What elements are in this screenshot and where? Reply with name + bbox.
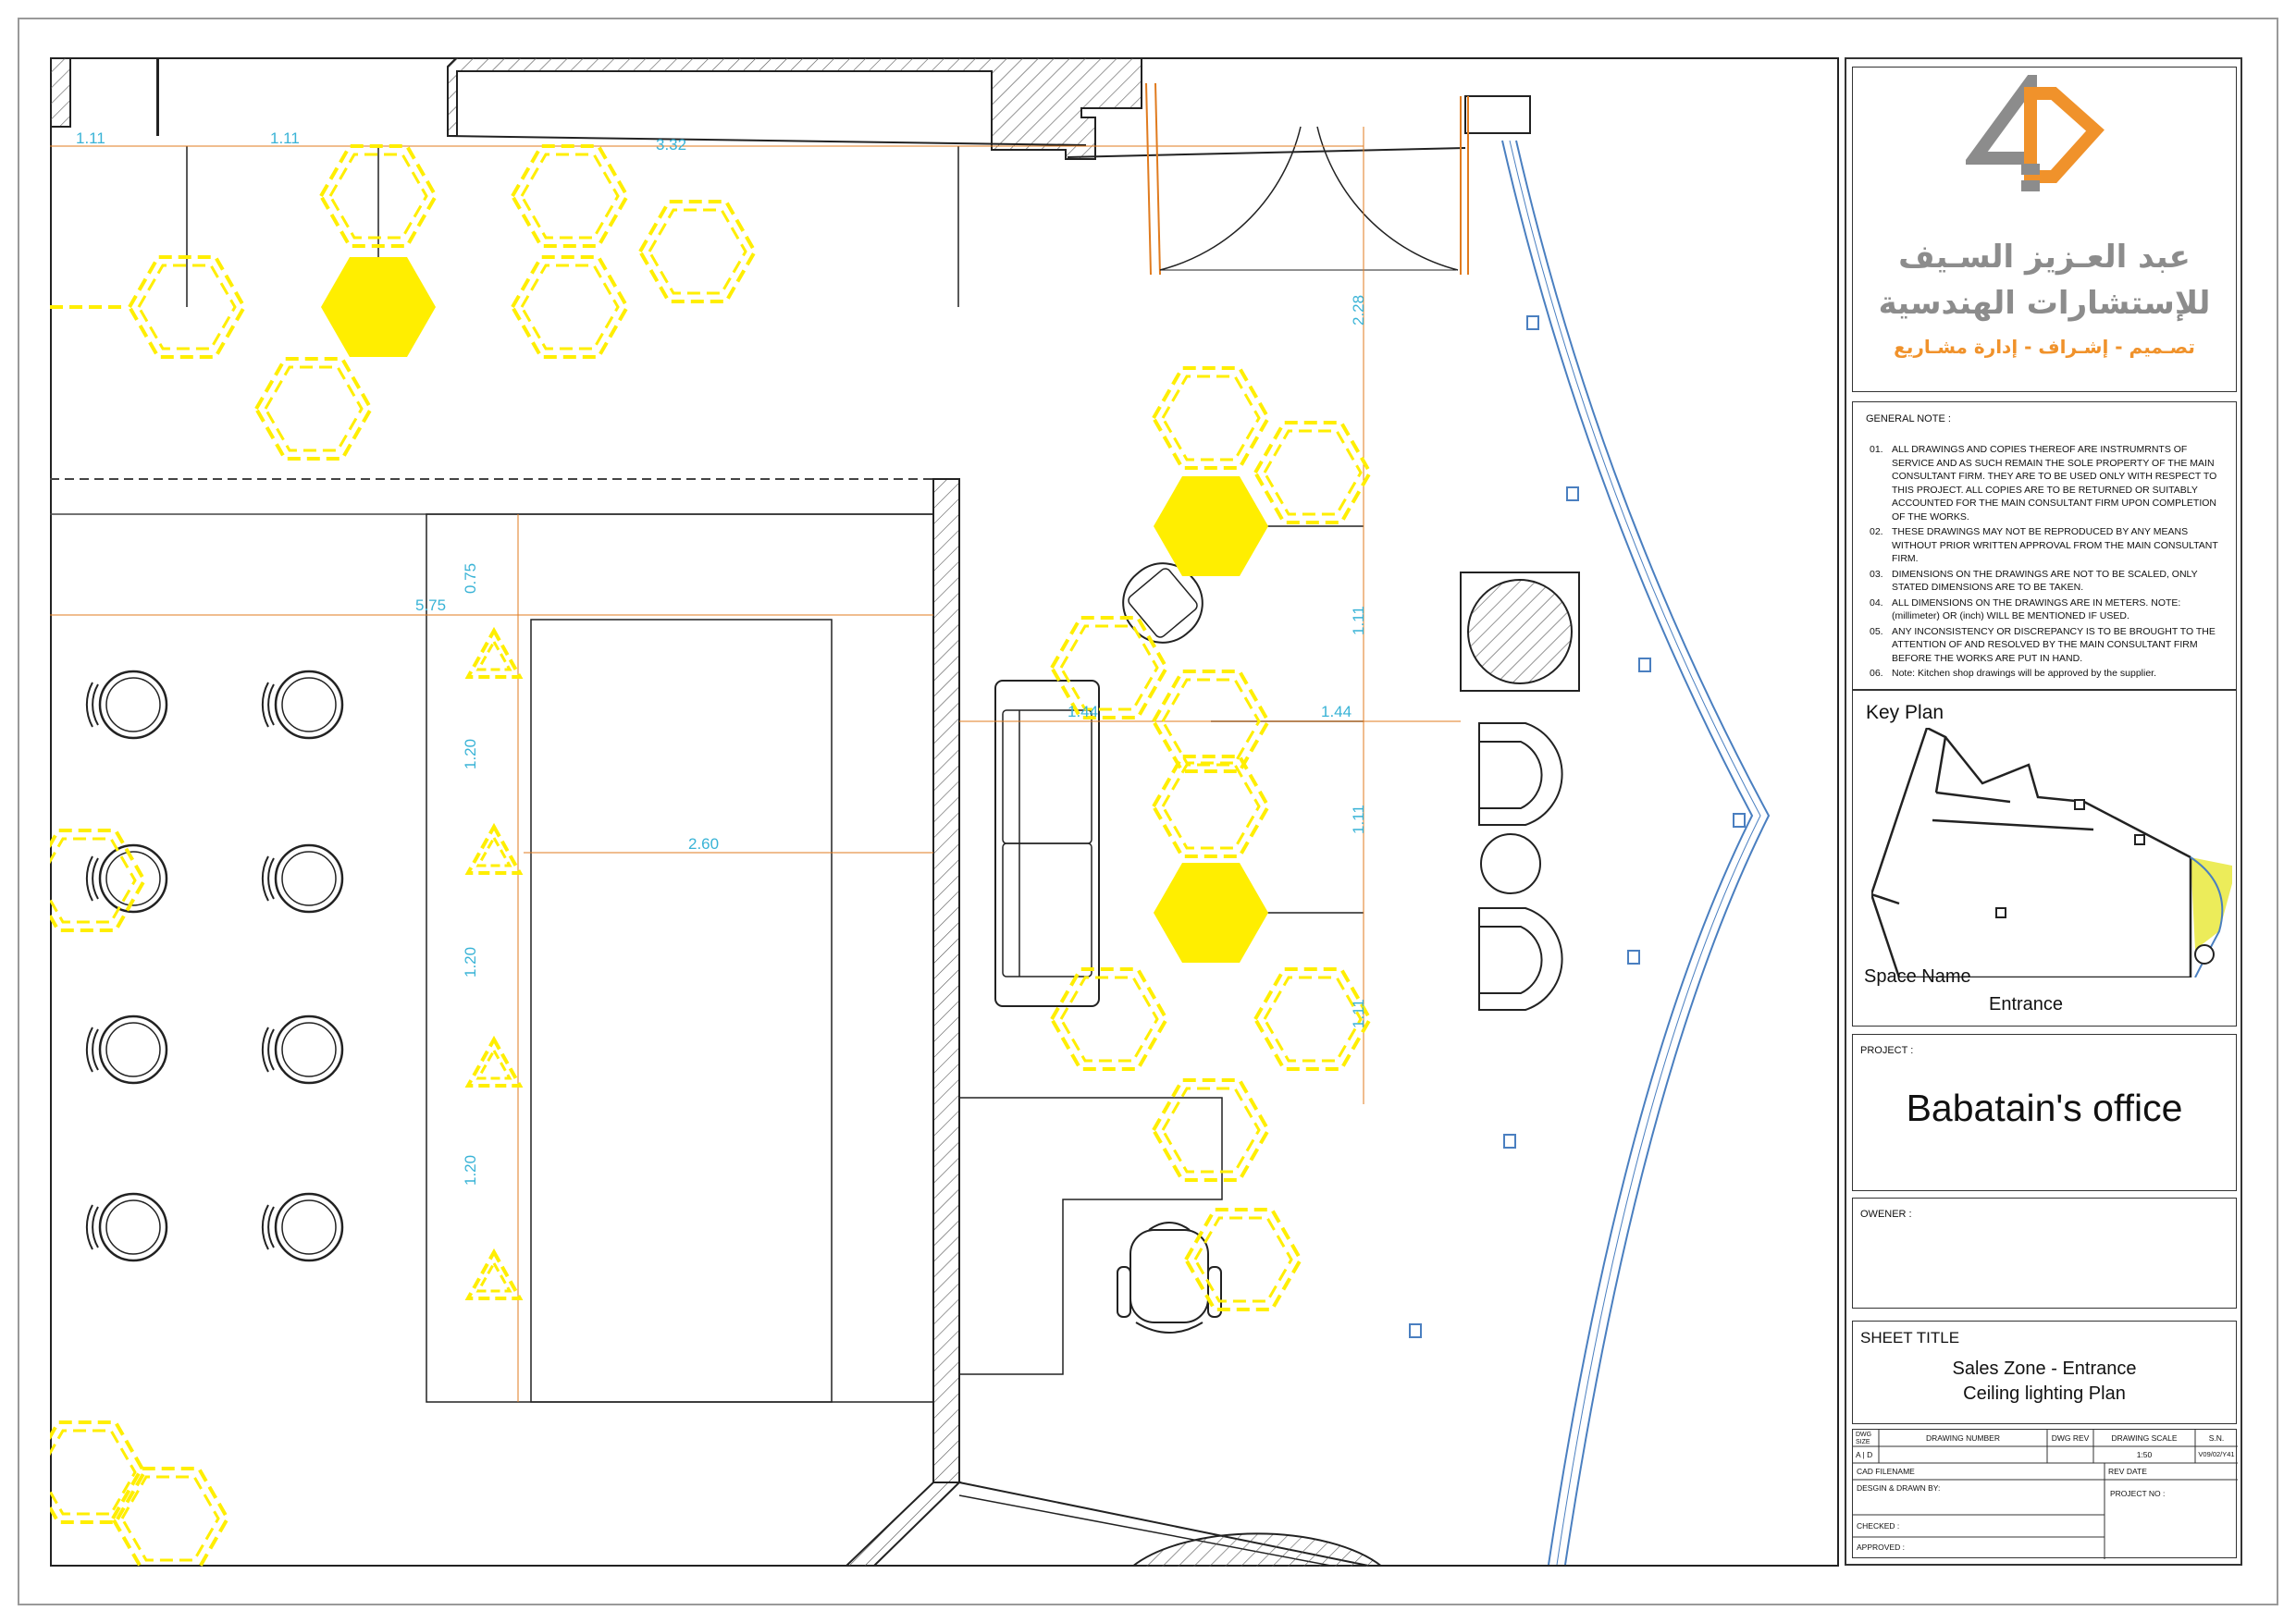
note-number: 06. (1870, 668, 1883, 679)
key-plan-box: Key Plan Space Name Entrance (1852, 690, 2237, 1027)
dim-575: 5.75 (415, 596, 446, 614)
dim-120-c: 1.20 (462, 1155, 479, 1186)
drawing-number-header: DRAWING NUMBER (1926, 1433, 2000, 1443)
note-item: 05. ANY INCONSISTENCY OR DISCREPANCY IS T… (1870, 625, 2226, 666)
sheet-title-box: SHEET TITLE Sales Zone - Entrance Ceilin… (1852, 1321, 2237, 1424)
note-number: 04. (1870, 596, 1883, 609)
dwg-rev-header: DWG REV (2051, 1433, 2090, 1443)
note-text: DIMENSIONS ON THE DRAWINGS ARE NOT TO BE… (1892, 568, 2198, 594)
dim-top-1: 1.11 (76, 129, 105, 147)
project-box: PROJECT : Babatain's office (1852, 1034, 2237, 1191)
project-no-label: PROJECT NO : (2110, 1489, 2166, 1498)
space-name-value: Entrance (1989, 994, 2064, 1014)
design-drawn-label: DESGIN & DRAWN BY: (1857, 1483, 1941, 1493)
sheet-title-line1: Sales Zone - Entrance (1952, 1359, 2137, 1379)
checked-label: CHECKED : (1857, 1521, 1900, 1531)
note-item: 03. DIMENSIONS ON THE DRAWINGS ARE NOT TO… (1870, 568, 2226, 595)
owner-box: OWENER : (1852, 1198, 2237, 1309)
space-name-label: Space Name (1864, 966, 1971, 987)
key-plan-title: Key Plan (1866, 702, 1944, 723)
arabic-services: تصـميم - إشـراف - إدارة مشـاريع (1894, 336, 2195, 358)
note-text: ALL DIMENSIONS ON THE DRAWINGS ARE IN ME… (1892, 596, 2181, 622)
note-number: 03. (1870, 568, 1883, 580)
note-number: 05. (1870, 625, 1883, 637)
dim-260: 2.60 (688, 835, 719, 853)
arabic-name-line1: عبد العـزيز السـيف (1898, 239, 2191, 276)
note-number: 01. (1870, 444, 1883, 455)
owner-label: OWENER : (1860, 1209, 1912, 1220)
dwg-size-value: A | D (1856, 1450, 1873, 1459)
general-notes-box: GENERAL NOTE : 01. ALL DRAWINGS AND COPIE… (1852, 401, 2237, 690)
sn-header: S.N. (2208, 1433, 2225, 1443)
dim-120-a: 1.20 (462, 739, 479, 769)
general-note-title: GENERAL NOTE : (1866, 413, 1951, 424)
note-item: 01. ALL DRAWINGS AND COPIES THEREOF ARE I… (1870, 443, 2226, 523)
project-name: Babatain's office (1906, 1087, 2183, 1129)
note-item: 02. THESE DRAWINGS MAY NOT BE REPRODUCED … (1870, 525, 2226, 566)
dwg-size-header: DWG SIZE (1856, 1432, 1872, 1445)
project-label: PROJECT : (1860, 1045, 1914, 1056)
logo-box: عبد العـزيز السـيف للإستشارات الهندسية ت… (1852, 67, 2237, 392)
key-plan-diagram (1871, 728, 2232, 977)
dim-111-b: 1.11 (1350, 805, 1367, 834)
note-text: Note: Kitchen shop drawings will be appr… (1892, 668, 2157, 679)
cad-filename-label: CAD FILENAME (1857, 1467, 1915, 1476)
dim-top-3: 3.32 (656, 136, 686, 154)
sn-value: V09/02/Y41 (2198, 1450, 2235, 1458)
dim-111-c: 1.11 (1350, 999, 1367, 1028)
note-number: 02. (1870, 526, 1883, 537)
note-text: THESE DRAWINGS MAY NOT BE REPRODUCED BY … (1892, 526, 2218, 564)
drawing-scale-value: 1:50 (2136, 1450, 2153, 1459)
sheet-title-label: SHEET TITLE (1860, 1329, 1960, 1346)
dim-120-b: 1.20 (462, 947, 479, 977)
note-text: ALL DRAWINGS AND COPIES THEREOF ARE INST… (1892, 444, 2217, 523)
dim-144-b: 1.44 (1321, 703, 1352, 720)
dim-111-a: 1.11 (1350, 606, 1367, 635)
rev-date-label: REV DATE (2108, 1467, 2147, 1476)
dim-144-a: 1.44 (1068, 703, 1098, 720)
info-table: DWG SIZE DRAWING NUMBER DWG REV DRAWING … (1852, 1429, 2238, 1559)
arabic-name-line2: للإستشارات الهندسية (1878, 285, 2211, 322)
dim-vert-228: 2.28 (1350, 295, 1367, 326)
floor-plan-drawing: 1.11 1.11 3.32 2.28 0.75 5.75 1.20 2.60 … (50, 57, 1839, 1567)
approved-label: APPROVED : (1857, 1543, 1905, 1552)
drawing-scale-header: DRAWING SCALE (2111, 1433, 2178, 1443)
info-table-grid (1853, 1430, 2238, 1559)
note-text: ANY INCONSISTENCY OR DISCREPANCY IS TO B… (1892, 625, 2216, 664)
company-logo-icon (1966, 75, 2105, 191)
dim-top-2: 1.11 (270, 129, 300, 147)
dim-075: 0.75 (462, 563, 479, 594)
sheet-title-line2: Ceiling lighting Plan (1963, 1383, 2126, 1404)
sheet-border (18, 18, 2278, 1605)
note-item: 04. ALL DIMENSIONS ON THE DRAWINGS ARE IN… (1870, 596, 2226, 623)
general-note-list: 01. ALL DRAWINGS AND COPIES THEREOF ARE I… (1870, 443, 2226, 682)
note-item: 06. Note: Kitchen shop drawings will be a… (1870, 667, 2226, 681)
